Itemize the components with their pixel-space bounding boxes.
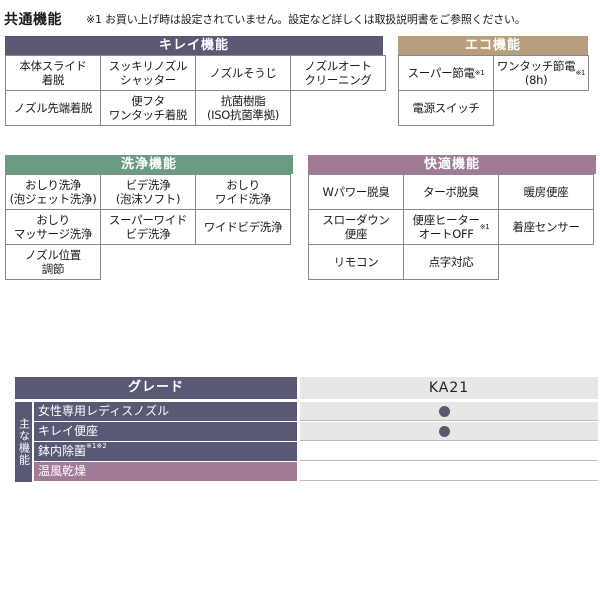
footnote-mark: ※1 — [474, 68, 485, 77]
grade-header: グレード — [15, 377, 297, 399]
footnote-text: ※1 お買い上げ時は設定されていません。設定など詳しくは取扱説明書をご参照くださ… — [86, 13, 526, 26]
feature-row-label: 鉢内除菌※1※2 — [34, 442, 297, 461]
kaiteki-item: スローダウン 便座 — [308, 209, 404, 245]
kaiteki-item: ターボ脱臭 — [403, 174, 499, 210]
eco-item: 電源スイッチ — [398, 90, 494, 126]
kaiteki-item: 暖房便座 — [498, 174, 594, 210]
footnote-mark: ※1※2 — [86, 442, 107, 450]
item-label: おしり洗浄 (泡ジェット洗浄) — [9, 178, 97, 206]
feature-row-value — [300, 462, 598, 481]
eco-section: エコ機能 スーパー節電※1 ワンタッチ節電 (8h)※1 電源スイッチ — [398, 36, 589, 136]
eco-item: ワンタッチ節電 (8h)※1 — [493, 55, 589, 91]
item-label: Wパワー脱臭 — [322, 185, 390, 199]
item-label: リモコン — [333, 255, 379, 269]
eco-item: スーパー節電※1 — [398, 55, 494, 91]
senjo-item: スーパーワイド ビデ洗浄 — [100, 209, 196, 245]
available-dot-icon — [439, 406, 450, 417]
item-label: ビデ洗浄 (泡沫ソフト) — [115, 178, 181, 206]
item-label: 抗菌樹脂 (ISO抗菌準拠) — [206, 94, 280, 122]
main-features-text: 主な機能 — [17, 418, 31, 466]
senjo-section: 洗浄機能 おしり洗浄 (泡ジェット洗浄) ビデ洗浄 (泡沫ソフト) おしり ワイ… — [5, 155, 293, 295]
feature-row-label: 女性専用レディスノズル — [34, 402, 297, 421]
kirei-section: キレイ機能 本体スライド 着脱 スッキリノズル シャッター ノズルそうじ ノズル… — [5, 36, 386, 136]
kirei-item: 抗菌樹脂 (ISO抗菌準拠) — [195, 90, 291, 126]
item-label: 点字対応 — [428, 255, 474, 269]
kaiteki-item: Wパワー脱臭 — [308, 174, 404, 210]
feature-row-label: 温風乾燥 — [34, 462, 297, 481]
feature-row-value — [300, 422, 598, 441]
item-label: スーパー節電 — [407, 66, 475, 80]
kirei-item: スッキリノズル シャッター — [100, 55, 196, 91]
feature-row-label: キレイ便座 — [34, 422, 297, 441]
senjo-item: ビデ洗浄 (泡沫ソフト) — [100, 174, 196, 210]
footnote-mark: ※1 — [479, 222, 490, 231]
kirei-header: キレイ機能 — [5, 36, 383, 55]
item-label: キレイ便座 — [38, 424, 99, 438]
senjo-item: おしり マッサージ洗浄 — [5, 209, 101, 245]
senjo-item: おしり洗浄 (泡ジェット洗浄) — [5, 174, 101, 210]
item-label: 電源スイッチ — [412, 101, 480, 115]
item-label: ノズルオート クリーニング — [304, 59, 372, 87]
item-label: ワンタッチ節電 (8h) — [496, 59, 576, 87]
item-label: ワイドビデ洗浄 — [203, 220, 283, 234]
item-label: 女性専用レディスノズル — [38, 404, 170, 418]
senjo-header: 洗浄機能 — [5, 155, 293, 174]
senjo-item: ノズル位置 調節 — [5, 244, 101, 280]
feature-row-value — [300, 442, 598, 461]
item-label: 便フタ ワンタッチ着脱 — [108, 94, 188, 122]
item-label: ターボ脱臭 — [423, 185, 479, 199]
kaiteki-item: リモコン — [308, 244, 404, 280]
kaiteki-item: 便座ヒーター オートOFF※1 — [403, 209, 499, 245]
kirei-item: 本体スライド 着脱 — [5, 55, 101, 91]
model-header: KA21 — [300, 377, 598, 399]
kirei-item: ノズルオート クリーニング — [290, 55, 386, 91]
available-dot-icon — [439, 426, 450, 437]
item-label: ノズルそうじ — [209, 66, 277, 80]
item-label: 便座ヒーター オートOFF — [412, 213, 481, 241]
item-label: 鉢内除菌 — [38, 444, 87, 458]
item-label: ノズル位置 調節 — [25, 248, 81, 276]
eco-header: エコ機能 — [398, 36, 588, 55]
item-label: おしり ワイド洗浄 — [215, 178, 271, 206]
feature-row-value — [300, 402, 598, 421]
item-label: 温風乾燥 — [38, 464, 87, 478]
kirei-item: ノズル先端着脱 — [5, 90, 101, 126]
kaiteki-item: 着座センサー — [498, 209, 594, 245]
main-features-label: 主な機能 — [15, 402, 32, 482]
footnote-mark: ※1 — [575, 68, 586, 77]
item-label: 着座センサー — [512, 220, 580, 234]
item-label: ノズル先端着脱 — [13, 101, 93, 115]
kaiteki-section: 快適機能 Wパワー脱臭 ターボ脱臭 暖房便座 スローダウン 便座 便座ヒーター … — [308, 155, 596, 295]
item-label: スーパーワイド ビデ洗浄 — [108, 213, 188, 241]
kirei-item: ノズルそうじ — [195, 55, 291, 91]
item-label: 本体スライド 着脱 — [19, 59, 87, 87]
item-label: スッキリノズル シャッター — [108, 59, 188, 87]
senjo-item: ワイドビデ洗浄 — [195, 209, 291, 245]
kirei-item: 便フタ ワンタッチ着脱 — [100, 90, 196, 126]
kaiteki-header: 快適機能 — [308, 155, 596, 174]
senjo-item: おしり ワイド洗浄 — [195, 174, 291, 210]
item-label: 暖房便座 — [523, 185, 569, 199]
section-title: 共通機能 — [4, 12, 62, 28]
item-label: スローダウン 便座 — [322, 213, 390, 241]
item-label: おしり マッサージ洗浄 — [13, 213, 93, 241]
kaiteki-item: 点字対応 — [403, 244, 499, 280]
